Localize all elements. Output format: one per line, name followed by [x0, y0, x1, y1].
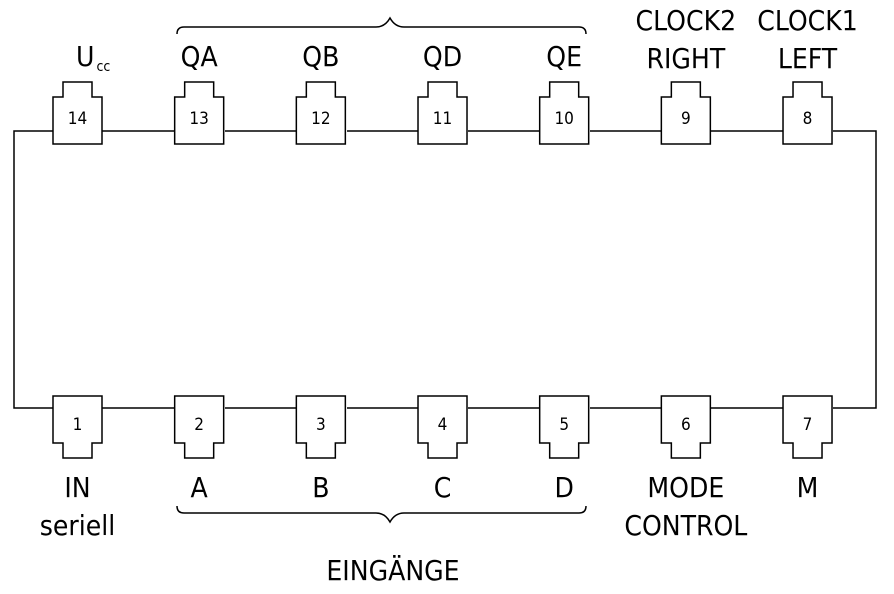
pin-number: 7	[803, 415, 813, 435]
pin-6-label: CONTROL	[624, 509, 747, 542]
pin-number: 8	[803, 109, 813, 129]
pin-number: 10	[554, 109, 573, 129]
pin-outline	[295, 395, 347, 459]
pin-number: 9	[681, 109, 691, 129]
pin-outline	[417, 81, 468, 145]
pin-7-label: M	[797, 471, 819, 504]
pin-2-label: A	[191, 471, 209, 504]
pin-4-label: C	[434, 471, 452, 504]
pin-number: 2	[194, 415, 204, 435]
pin-outline	[782, 395, 833, 459]
inputs-group-label: EINGÄNGE	[326, 554, 459, 587]
pin-outline	[417, 395, 468, 459]
pin-number: 11	[433, 109, 452, 129]
pin-outline	[52, 81, 103, 145]
pin-9-label: CLOCK2	[636, 4, 737, 37]
pin-outline	[173, 395, 225, 459]
pin-outline	[660, 81, 712, 145]
bottom-pin-7: 7M	[782, 395, 833, 504]
top-pin-12: 12 QB	[295, 40, 347, 145]
pin-number: 6	[681, 415, 691, 435]
bottom-pin-5: 5D	[538, 395, 590, 504]
pin-outline	[295, 81, 347, 145]
pin-outline	[538, 395, 590, 459]
bottom-pin-2: 2A	[173, 395, 225, 504]
pin-number: 4	[438, 415, 448, 435]
pin-number: 3	[316, 415, 326, 435]
pin-11-label: QD	[423, 40, 462, 73]
output-group-brace	[176, 16, 587, 35]
pin-5-label: D	[554, 471, 573, 504]
bottom-pin-4: 4C	[417, 395, 468, 504]
pin-number: 12	[311, 109, 330, 129]
top-pin-10: 10 QE	[538, 40, 590, 145]
pin-12-label: QB	[302, 40, 339, 73]
pin-outline	[660, 395, 712, 459]
pin-number: 14	[68, 109, 87, 129]
top-pin-13: 13 QA	[173, 40, 225, 145]
pin-10-label: QE	[546, 40, 582, 73]
pin-6-label: MODE	[647, 471, 724, 504]
bottom-pin-3: 3B	[295, 395, 347, 504]
pin-outline	[538, 81, 590, 145]
chip-body-outline	[13, 130, 877, 409]
pin-1-label: IN	[64, 471, 90, 504]
pin-outline	[782, 81, 833, 145]
pin-number: 13	[189, 109, 208, 129]
pin-8-label: CLOCK1	[757, 4, 858, 37]
pin-13-label: QA	[181, 40, 219, 73]
pin-number: 1	[73, 415, 83, 435]
top-pin-11: 11 QD	[417, 40, 468, 145]
top-pin-14: 14	[52, 81, 103, 145]
pin-9-label: RIGHT	[646, 42, 725, 75]
input-group-brace	[176, 505, 587, 524]
pin-outline	[173, 81, 225, 145]
bottom-pin-1: 1IN seriell	[40, 395, 115, 542]
pin-1-label: seriell	[40, 509, 115, 542]
pin-3-label: B	[312, 471, 329, 504]
pin-8-label: LEFT	[778, 42, 838, 75]
pin-number: 5	[559, 415, 569, 435]
pin-outline	[52, 395, 103, 459]
